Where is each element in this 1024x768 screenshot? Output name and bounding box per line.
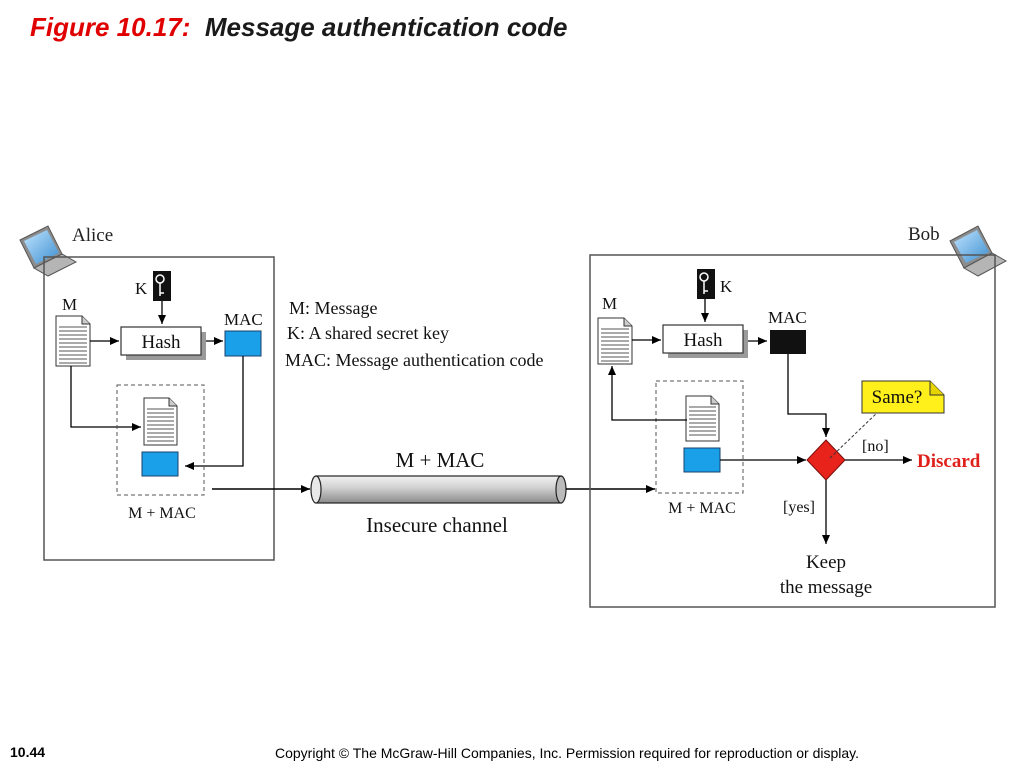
- insecure-channel-pipe: [310, 475, 567, 504]
- alice-message-document-icon: [55, 315, 91, 367]
- bob-message-document-icon: [597, 317, 633, 365]
- alice-m-to-packet-arrow: [70, 366, 141, 431]
- bob-k-label: K: [720, 277, 733, 296]
- no-label: [no]: [862, 438, 889, 455]
- bob-box: [589, 254, 996, 608]
- bob-packet-to-m-arrow: [608, 366, 687, 421]
- channel-bottom-label: Insecure channel: [366, 513, 508, 537]
- bob-m-label: M: [602, 294, 617, 313]
- alice-packet-box: [116, 384, 205, 496]
- same-note-label: Same?: [872, 387, 923, 408]
- bob-laptop-icon: [949, 225, 1008, 277]
- bob-mac-label: MAC: [768, 308, 807, 327]
- discard-label: Discard: [917, 451, 981, 472]
- bob-packet-box: [655, 380, 744, 494]
- same-note: [861, 380, 945, 414]
- alice-m-label: M: [62, 295, 77, 314]
- bob-key-icon: [697, 269, 715, 299]
- alice-packet-mac-block: [141, 451, 179, 477]
- alice-hash-box: [120, 326, 202, 356]
- compare-decision-diamond: [806, 439, 846, 481]
- alice-packet-document-icon: [143, 397, 178, 446]
- bob-hash-box: [662, 324, 744, 354]
- bob-packet-mac-block: [683, 447, 721, 473]
- alice-k-label: K: [135, 279, 148, 298]
- alice-mac-block: [224, 330, 262, 357]
- keep-label-line2: the message: [780, 577, 872, 598]
- bob-packet-label: M + MAC: [668, 500, 736, 517]
- channel-top-label: M + MAC: [396, 448, 485, 472]
- alice-laptop-icon: [19, 225, 78, 277]
- bob-packet-document-icon: [685, 395, 720, 442]
- bob-computed-mac-block: [770, 330, 806, 354]
- alice-packet-label: M + MAC: [128, 505, 196, 522]
- figure-number: Figure 10.17:: [30, 12, 191, 42]
- legend-k: K: A shared secret key: [287, 323, 449, 343]
- yes-label: [yes]: [783, 499, 815, 516]
- bob-mac-to-compare-arrow: [787, 354, 830, 437]
- keep-label-line1: Keep: [806, 552, 846, 573]
- page-number: 10.44: [10, 744, 46, 760]
- figure-caption: Message authentication code: [204, 12, 568, 42]
- legend-m: M: Message: [289, 298, 378, 318]
- same-note-connector: [829, 409, 881, 459]
- alice-mac-label: MAC: [224, 310, 263, 329]
- bob-hash-label: Hash: [683, 330, 723, 351]
- alice-key-icon: [153, 271, 171, 301]
- bob-label: Bob: [908, 224, 940, 245]
- legend-mac: MAC: Message authentication code: [285, 350, 543, 370]
- alice-box: [43, 256, 275, 561]
- copyright-notice: Copyright © The McGraw-Hill Companies, I…: [275, 745, 860, 761]
- alice-label: Alice: [72, 225, 113, 246]
- figure-title: Figure 10.17: Message authentication cod…: [30, 12, 568, 43]
- alice-mac-to-packet-arrow: [185, 356, 244, 470]
- alice-hash-label: Hash: [141, 332, 181, 353]
